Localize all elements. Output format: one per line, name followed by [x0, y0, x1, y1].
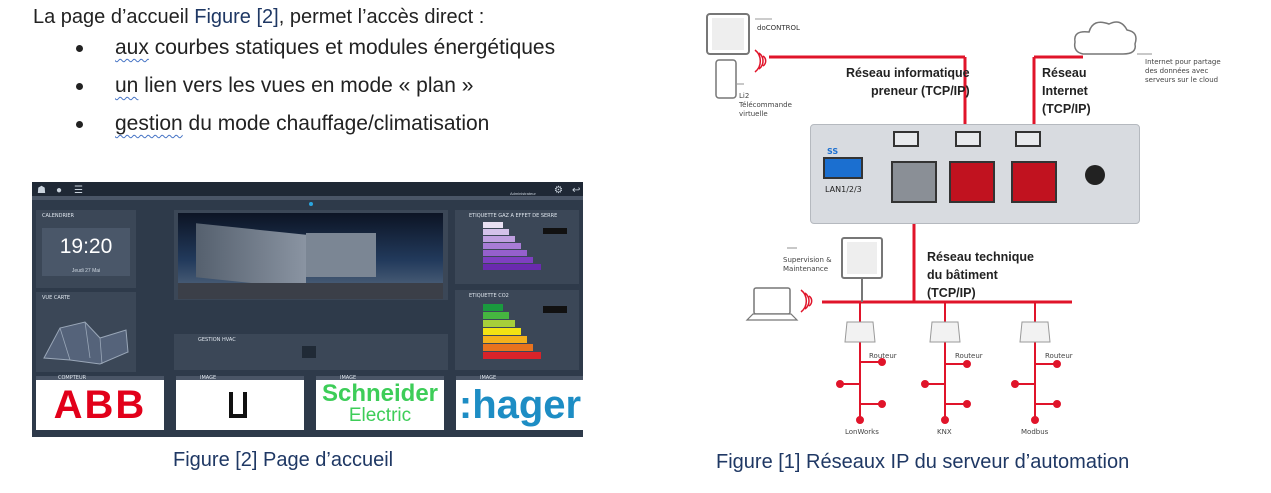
building-photo — [178, 213, 443, 299]
image-bar: IMAGE — [316, 375, 444, 381]
calendar-panel[interactable]: CALENDRIER 19:20 Jeudi 27 Mai — [36, 210, 136, 288]
router-label: Routeur — [955, 352, 983, 360]
calendar-title: CALENDRIER — [42, 213, 75, 219]
figure-reference: Figure [2] — [194, 6, 279, 28]
bullet-text: courbes statiques et modules énergétique… — [148, 36, 556, 59]
list-item: gestion du mode chauffage/climatisation — [76, 110, 555, 148]
legrand-mark-icon — [229, 392, 247, 418]
figure-2-caption: Figure [2] Page d’accueil — [173, 449, 394, 471]
intro-suffix: , permet l’accès direct : — [278, 6, 485, 28]
building-shape — [306, 233, 376, 277]
hager-logo[interactable]: :hager — [456, 380, 583, 430]
map-panel[interactable]: VUE CARTE — [36, 292, 136, 372]
map-title: VUE CARTE — [42, 295, 71, 301]
usb3-port — [823, 157, 863, 179]
usb-port — [955, 131, 981, 147]
schneider-logo-subtext: Electric — [348, 405, 412, 426]
bus-label-lonworks: LonWorks — [845, 428, 879, 436]
image-label: IMAGE — [200, 375, 217, 381]
li2-label: Li2 Télécommande virtuelle — [739, 92, 792, 118]
list-item: un lien vers les vues en mode « plan » — [76, 72, 555, 110]
dashboard-topbar: ☗ ● ☰ Administrateur ⚙ ↩ — [32, 182, 583, 200]
user-icon: ● — [56, 185, 63, 196]
hvac-panel[interactable]: GESTION HVAC — [174, 334, 448, 370]
bullet-word: un — [115, 74, 139, 97]
image-label: IMAGE — [480, 375, 497, 381]
list-item: aux courbes statiques et modules énergét… — [76, 34, 555, 72]
ges-label-panel[interactable]: ETIQUETTE GAZ A EFFET DE SERRE — [455, 210, 579, 284]
logout-icon: ↩ — [572, 185, 581, 196]
usb-port — [893, 131, 919, 147]
bullet-word: gestion — [115, 112, 183, 135]
network-technical-label: Réseau technique du bâtiment (TCP/IP) — [927, 250, 1034, 300]
image-label: IMAGE — [340, 375, 357, 381]
figure-1-caption: Figure [1] Réseaux IP du serveur d’autom… — [716, 451, 1130, 473]
usb-port — [1015, 131, 1041, 147]
schneider-logo-text: Schneider — [321, 380, 439, 407]
co2-bars-graphic — [483, 304, 567, 359]
bullet-text: lien vers les vues en mode « plan » — [138, 74, 474, 97]
lan-label: LAN1/2/3 — [825, 185, 862, 194]
home-icon: ☗ — [37, 185, 46, 196]
abb-logo-text: ABB — [53, 383, 147, 427]
ges-bars-graphic — [483, 222, 567, 270]
network-lines — [706, 13, 1152, 424]
user-name: Administrateur — [510, 191, 536, 196]
router-label: Routeur — [869, 352, 897, 360]
co2-label-panel[interactable]: ETIQUETTE CO2 — [455, 290, 579, 370]
clock-date: Jeudi 27 Mai — [71, 268, 101, 274]
bus-label-modbus: Modbus — [1021, 428, 1049, 436]
ges-title: ETIQUETTE GAZ A EFFET DE SERRE — [469, 213, 558, 219]
network-diagram: LAN1/2/3 SS doCONTROL Li2 Télécommande v… — [697, 0, 1232, 448]
gear-icon: ⚙ — [554, 185, 563, 196]
co2-title: ETIQUETTE CO2 — [469, 293, 509, 299]
power-button-icon — [1085, 165, 1105, 185]
bus-label-knx: KNX — [937, 428, 952, 436]
dashboard-screenshot: ☗ ● ☰ Administrateur ⚙ ↩ CALENDRIER 19:2… — [32, 182, 583, 437]
floorplan-graphic — [43, 321, 129, 365]
network-info-label: Réseau informatique preneur (TCP/IP) — [846, 66, 970, 98]
intro-text: La page d’accueil Figure [2], permet l’a… — [33, 4, 484, 30]
lan-port — [891, 161, 937, 203]
building-shape — [196, 223, 306, 289]
feature-list: aux courbes statiques et modules énergét… — [76, 34, 555, 148]
ground-shape — [178, 283, 443, 299]
menu-icon: ☰ — [74, 185, 83, 196]
router-label: Routeur — [1045, 352, 1073, 360]
clock-widget: 19:20 Jeudi 27 Mai — [42, 228, 130, 276]
lan-port-info — [949, 161, 995, 203]
supervision-label: Supervision & Maintenance — [783, 256, 832, 273]
automation-server: LAN1/2/3 SS — [810, 124, 1140, 224]
hager-logo-text: :hager — [458, 383, 582, 427]
counter-bar: COMPTEUR — [36, 375, 164, 381]
legrand-logo[interactable]: legrand — [176, 380, 304, 430]
image-bar: IMAGE — [176, 375, 304, 381]
intro-prefix: La page d’accueil — [33, 6, 195, 28]
image-bar: IMAGE — [456, 375, 583, 381]
counter-title: COMPTEUR — [58, 375, 87, 381]
abb-logo[interactable]: ABB — [36, 380, 164, 430]
bullet-word: aux — [115, 36, 149, 59]
clock-time: 19:20 — [59, 235, 113, 258]
hvac-icon — [302, 346, 316, 358]
bullet-text: du mode chauffage/climatisation — [182, 112, 490, 135]
scroll-indicator — [309, 202, 313, 206]
network-internet-label: Réseau Internet (TCP/IP) — [1042, 66, 1091, 116]
lan-port-internet — [1011, 161, 1057, 203]
cloud-note-label: Internet pour partage des données avec s… — [1145, 58, 1221, 84]
ss-label: SS — [827, 147, 839, 156]
docontrol-label: doCONTROL — [757, 24, 800, 32]
hvac-title: GESTION HVAC — [198, 337, 236, 343]
